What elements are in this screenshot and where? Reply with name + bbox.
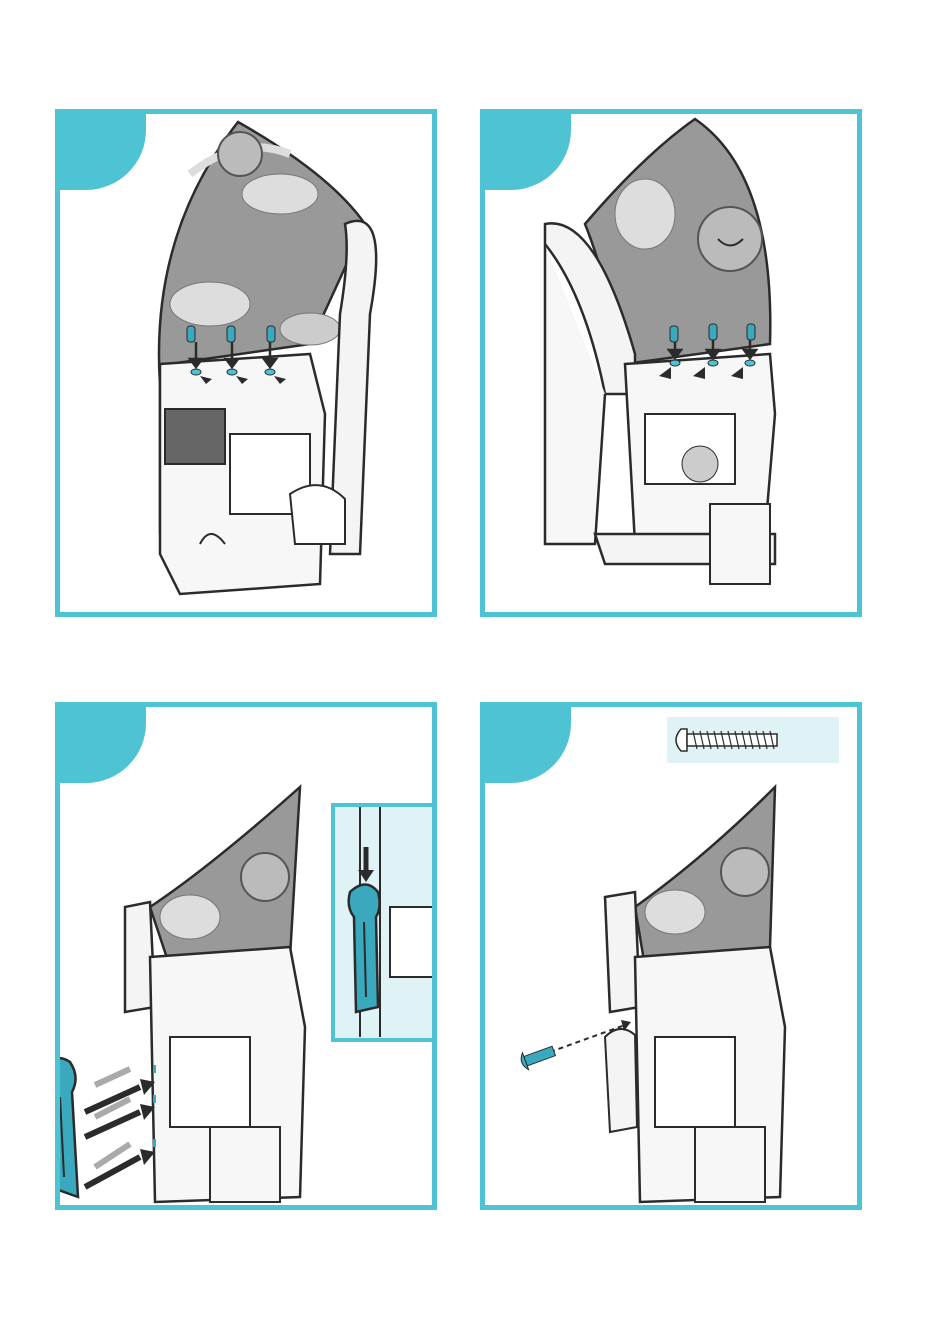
screw-icon bbox=[485, 707, 857, 1205]
step-2-panel bbox=[480, 109, 862, 617]
step-1-panel bbox=[55, 109, 437, 617]
step-3-panel bbox=[55, 702, 437, 1210]
screw-icon bbox=[667, 717, 839, 763]
step-4-panel bbox=[480, 702, 862, 1210]
canopy-tabs-icon bbox=[485, 114, 857, 612]
bracket-icon bbox=[60, 707, 432, 1205]
screw-callout bbox=[667, 717, 839, 763]
canopy-tabs-icon bbox=[60, 114, 432, 612]
